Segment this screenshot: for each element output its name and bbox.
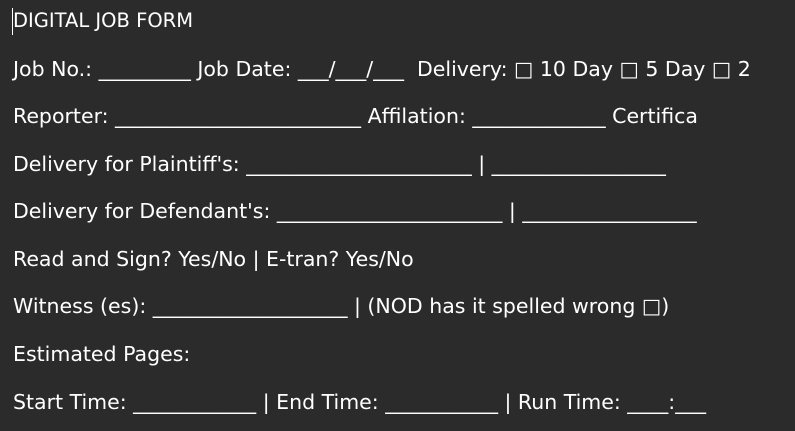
plaintiff-delivery-line[interactable]: Delivery for Plaintiff's: ______________… xyxy=(13,152,666,176)
time-line[interactable]: Start Time: ____________ | End Time: ___… xyxy=(13,390,706,414)
defendant-delivery-line[interactable]: Delivery for Defendant's: ______________… xyxy=(13,199,697,223)
witness-line[interactable]: Witness (es): ___________________ | (NOD… xyxy=(13,294,670,318)
read-sign-etran-line[interactable]: Read and Sign? Yes/No | E-tran? Yes/No xyxy=(13,247,414,271)
job-details-line[interactable]: Job No.: _________ Job Date: ___/___/___… xyxy=(13,57,751,81)
reporter-line[interactable]: Reporter: ________________________ Affil… xyxy=(13,104,698,128)
text-cursor xyxy=(12,8,13,35)
estimated-pages-line[interactable]: Estimated Pages: xyxy=(13,342,191,366)
form-title: DIGITAL JOB FORM xyxy=(13,9,194,32)
